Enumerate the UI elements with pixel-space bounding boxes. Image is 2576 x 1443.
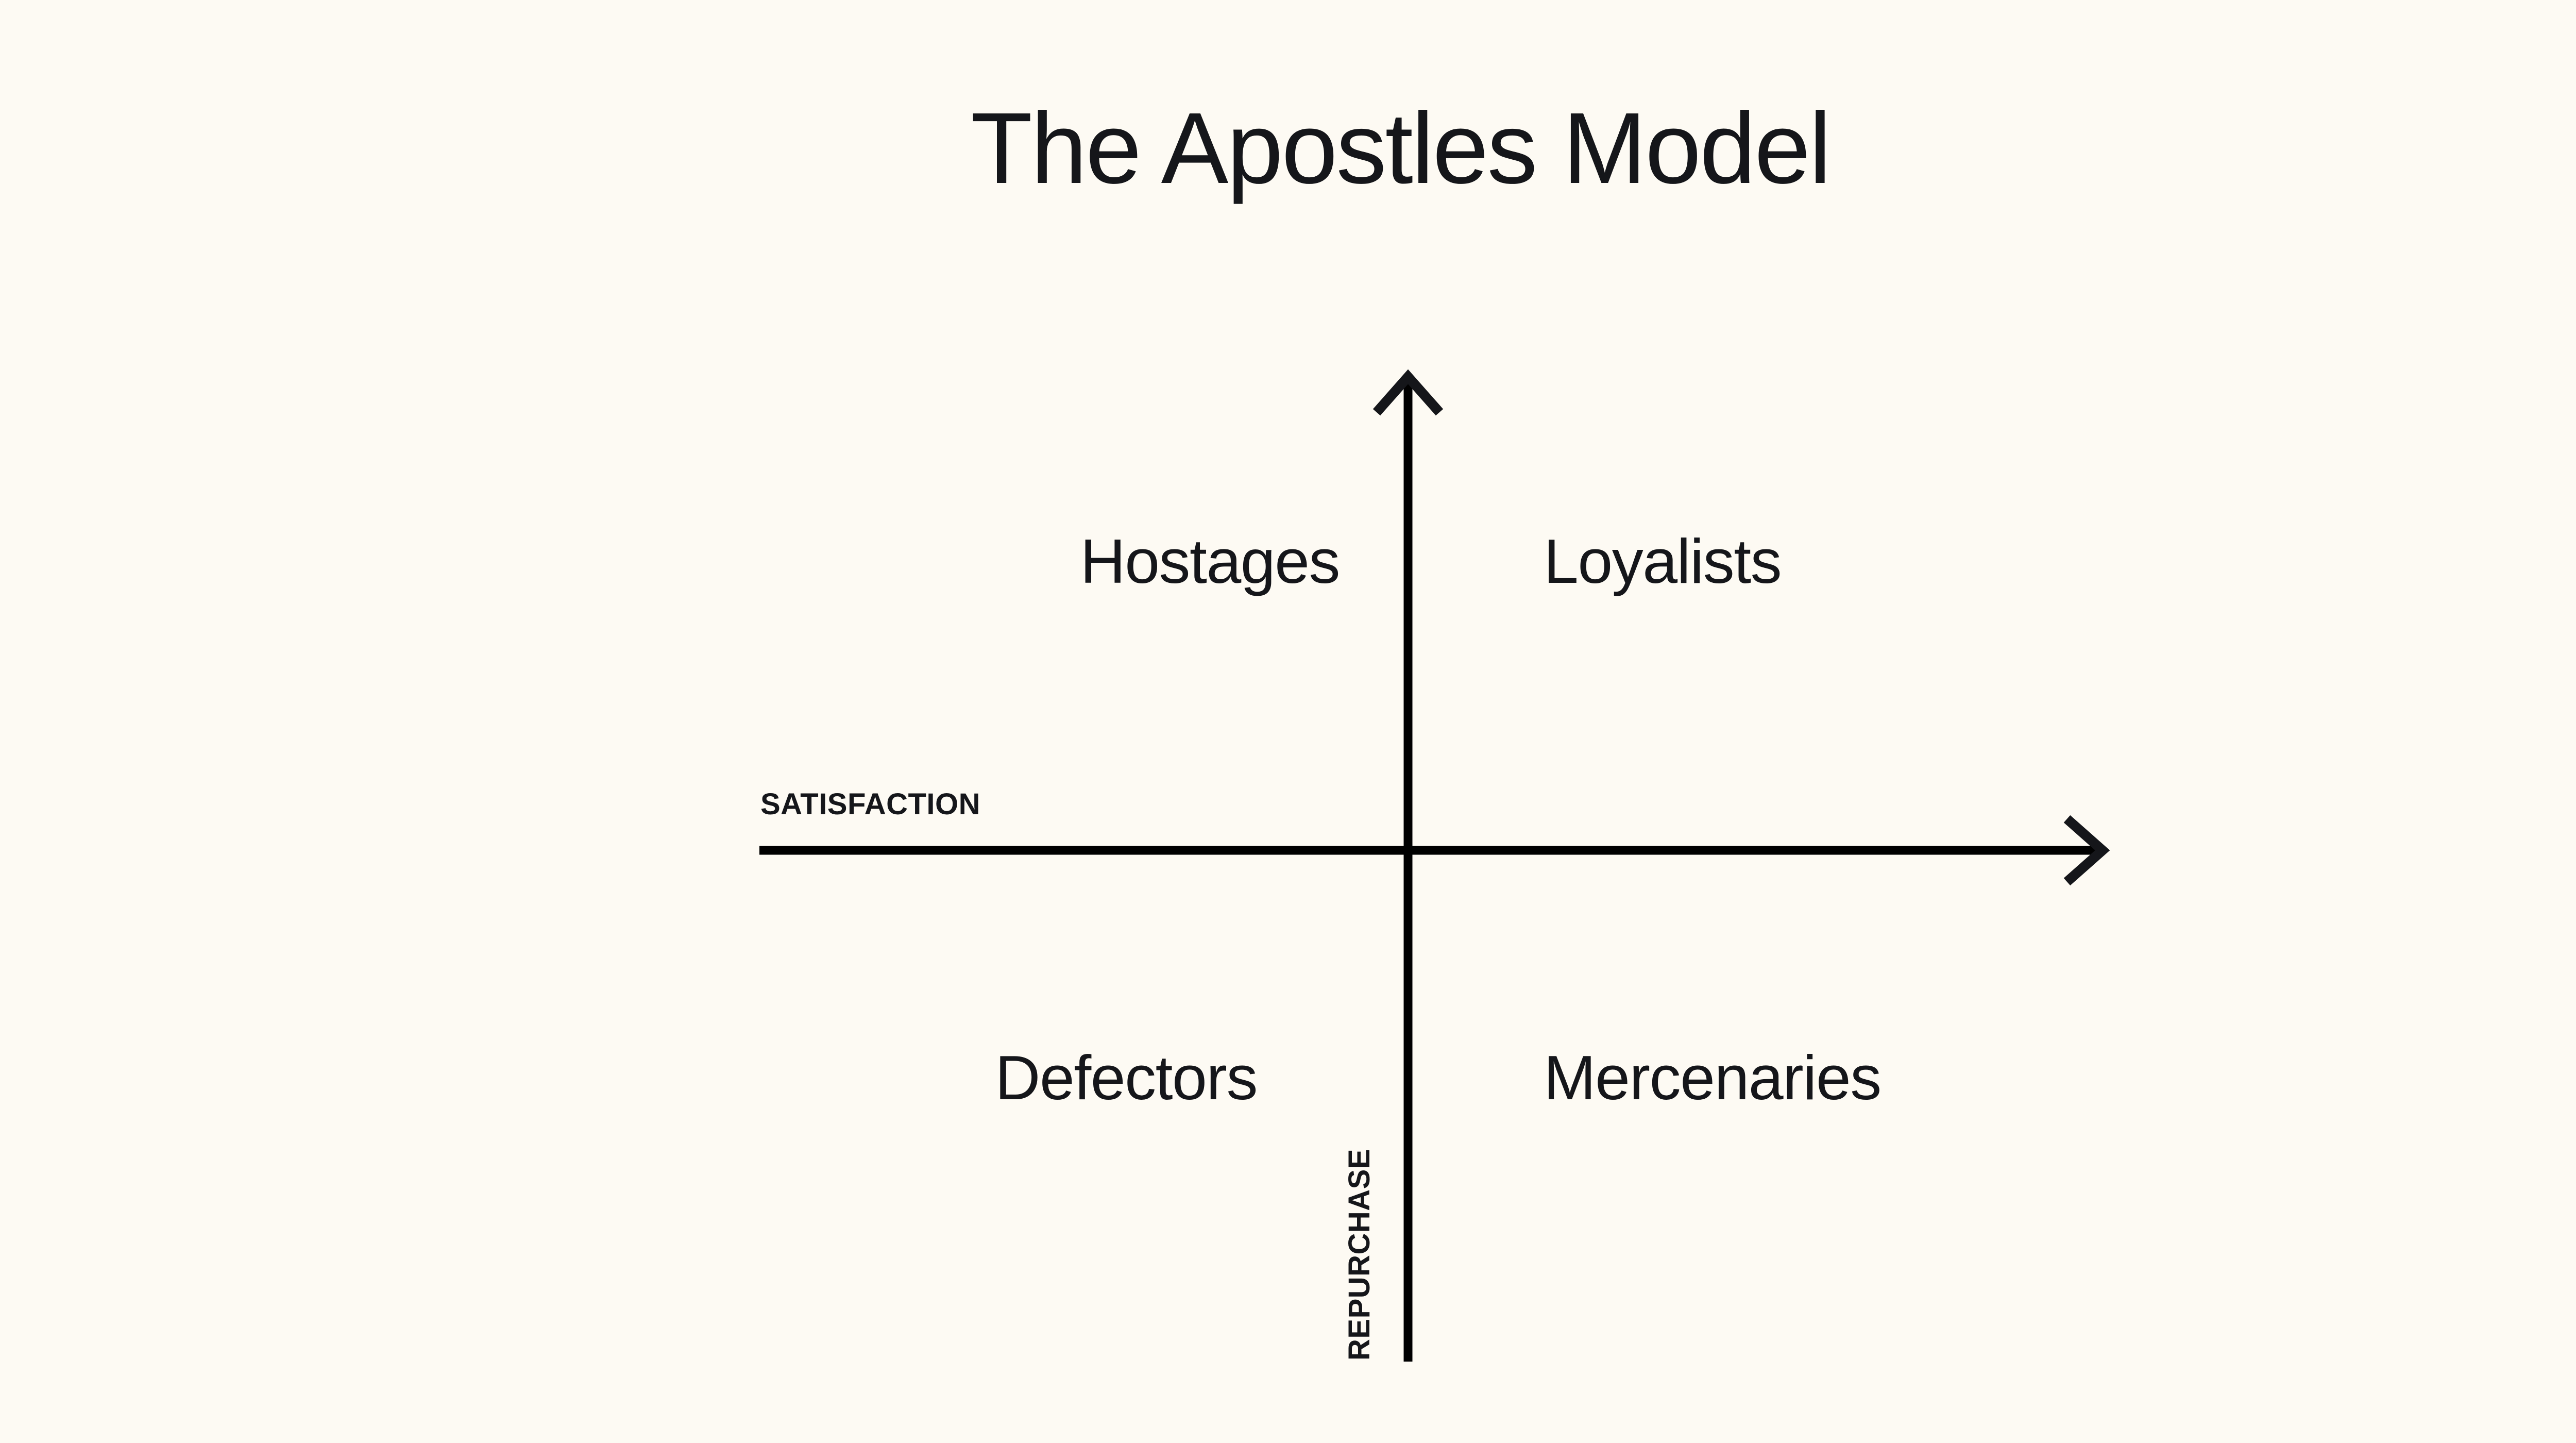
quadrant-label-defectors: Defectors xyxy=(995,1043,1258,1113)
quadrant-label-loyalists: Loyalists xyxy=(1544,526,1782,596)
x-axis-arrowhead-icon xyxy=(2063,815,2110,886)
x-axis-label: SATISFACTION xyxy=(760,787,981,821)
page-title: The Apostles Model xyxy=(971,92,1831,205)
y-axis-arrowhead-icon xyxy=(1372,369,1444,416)
y-axis-label: REPURCHASE xyxy=(1343,1148,1376,1361)
quadrant-label-hostages: Hostages xyxy=(1080,526,1341,596)
quadrant-label-mercenaries: Mercenaries xyxy=(1544,1043,1882,1113)
